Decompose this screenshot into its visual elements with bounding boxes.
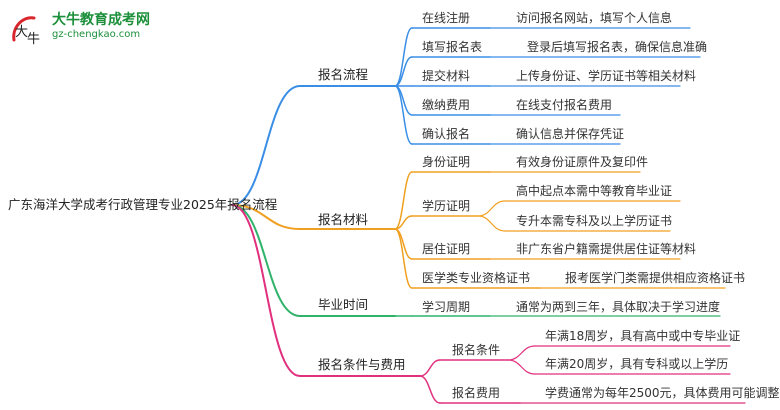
branch-conditions-fees: 报名条件与费用: [318, 357, 406, 372]
detail-conditions-1: 年满18周岁，具有高中或中专毕业证: [545, 329, 741, 343]
node-residence-proof: 居住证明: [422, 242, 471, 256]
branch-registration-process: 报名流程: [318, 67, 369, 82]
node-fill-form: 填写报名表: [422, 40, 483, 54]
child-connector: [394, 27, 413, 87]
detail-online-register: 访问报名网站，填写个人信息: [516, 11, 673, 25]
svg-text:牛: 牛: [27, 32, 40, 47]
root-node: 广东海洋大学成考行政管理专业2025年报名流程: [8, 197, 278, 212]
detail-pay-fee: 在线支付报名费用: [516, 98, 613, 112]
child-connector: [419, 375, 441, 404]
sub-connector: [507, 359, 536, 375]
root-connector: [231, 204, 301, 377]
detail-submit-materials: 上传身份证、学历证书等相关材料: [516, 69, 697, 83]
detail-medical-cert: 报考医学门类需提供相应资格证书: [565, 271, 746, 285]
logo-url: gz-chengkao.com: [52, 29, 141, 40]
detail-fill-form: 登录后填写报名表，确保信息准确: [527, 40, 708, 54]
sub-connector: [477, 215, 506, 232]
branch-graduation-time: 毕业时间: [318, 297, 369, 312]
detail-study-period: 通常为两到三年，具体取决于学习进度: [516, 300, 721, 314]
detail-confirm: 确认信息并保存凭证: [516, 127, 625, 141]
node-study-period: 学习周期: [422, 300, 471, 314]
logo-title: 大牛教育成考网: [52, 12, 150, 28]
node-submit-materials: 提交材料: [422, 69, 471, 83]
node-education-proof: 学历证明: [422, 199, 471, 213]
detail-education-proof-2: 专升本需专科及以上学历证书: [516, 214, 673, 228]
child-connector: [394, 228, 413, 289]
sub-connector: [477, 200, 506, 217]
node-pay-fee: 缴纳费用: [422, 98, 471, 112]
child-connector: [394, 171, 413, 230]
node-online-register: 在线注册: [422, 11, 471, 25]
mindmap-connectors: [231, 27, 746, 404]
node-medical-cert: 医学类专业资格证书: [422, 271, 531, 285]
detail-fees: 学费通常为每年2500元，具体费用可能调整: [545, 386, 780, 400]
root-connector: [231, 204, 301, 317]
branch-registration-materials: 报名材料: [318, 212, 369, 227]
detail-residence-proof: 非广东省户籍需提供居住证等材料: [516, 242, 697, 256]
child-connector: [394, 85, 413, 145]
detail-education-proof-1: 高中起点本需中等教育毕业证: [516, 184, 673, 198]
detail-conditions-2: 年满20周岁，具有专科或以上学历: [545, 357, 729, 371]
child-connector: [419, 359, 441, 377]
svg-text:大: 大: [15, 25, 28, 40]
child-connector: [394, 215, 413, 230]
node-confirm: 确认报名: [422, 127, 471, 141]
child-connector: [394, 56, 413, 87]
node-id-proof: 身份证明: [422, 155, 471, 169]
root-connector: [231, 204, 301, 230]
root-connector: [231, 85, 301, 206]
detail-id-proof: 有效身份证原件及复印件: [516, 155, 649, 169]
node-conditions: 报名条件: [452, 343, 501, 357]
logo-icon: 大 牛: [8, 10, 48, 48]
node-fees: 报名费用: [452, 386, 501, 400]
sub-connector: [507, 345, 536, 361]
